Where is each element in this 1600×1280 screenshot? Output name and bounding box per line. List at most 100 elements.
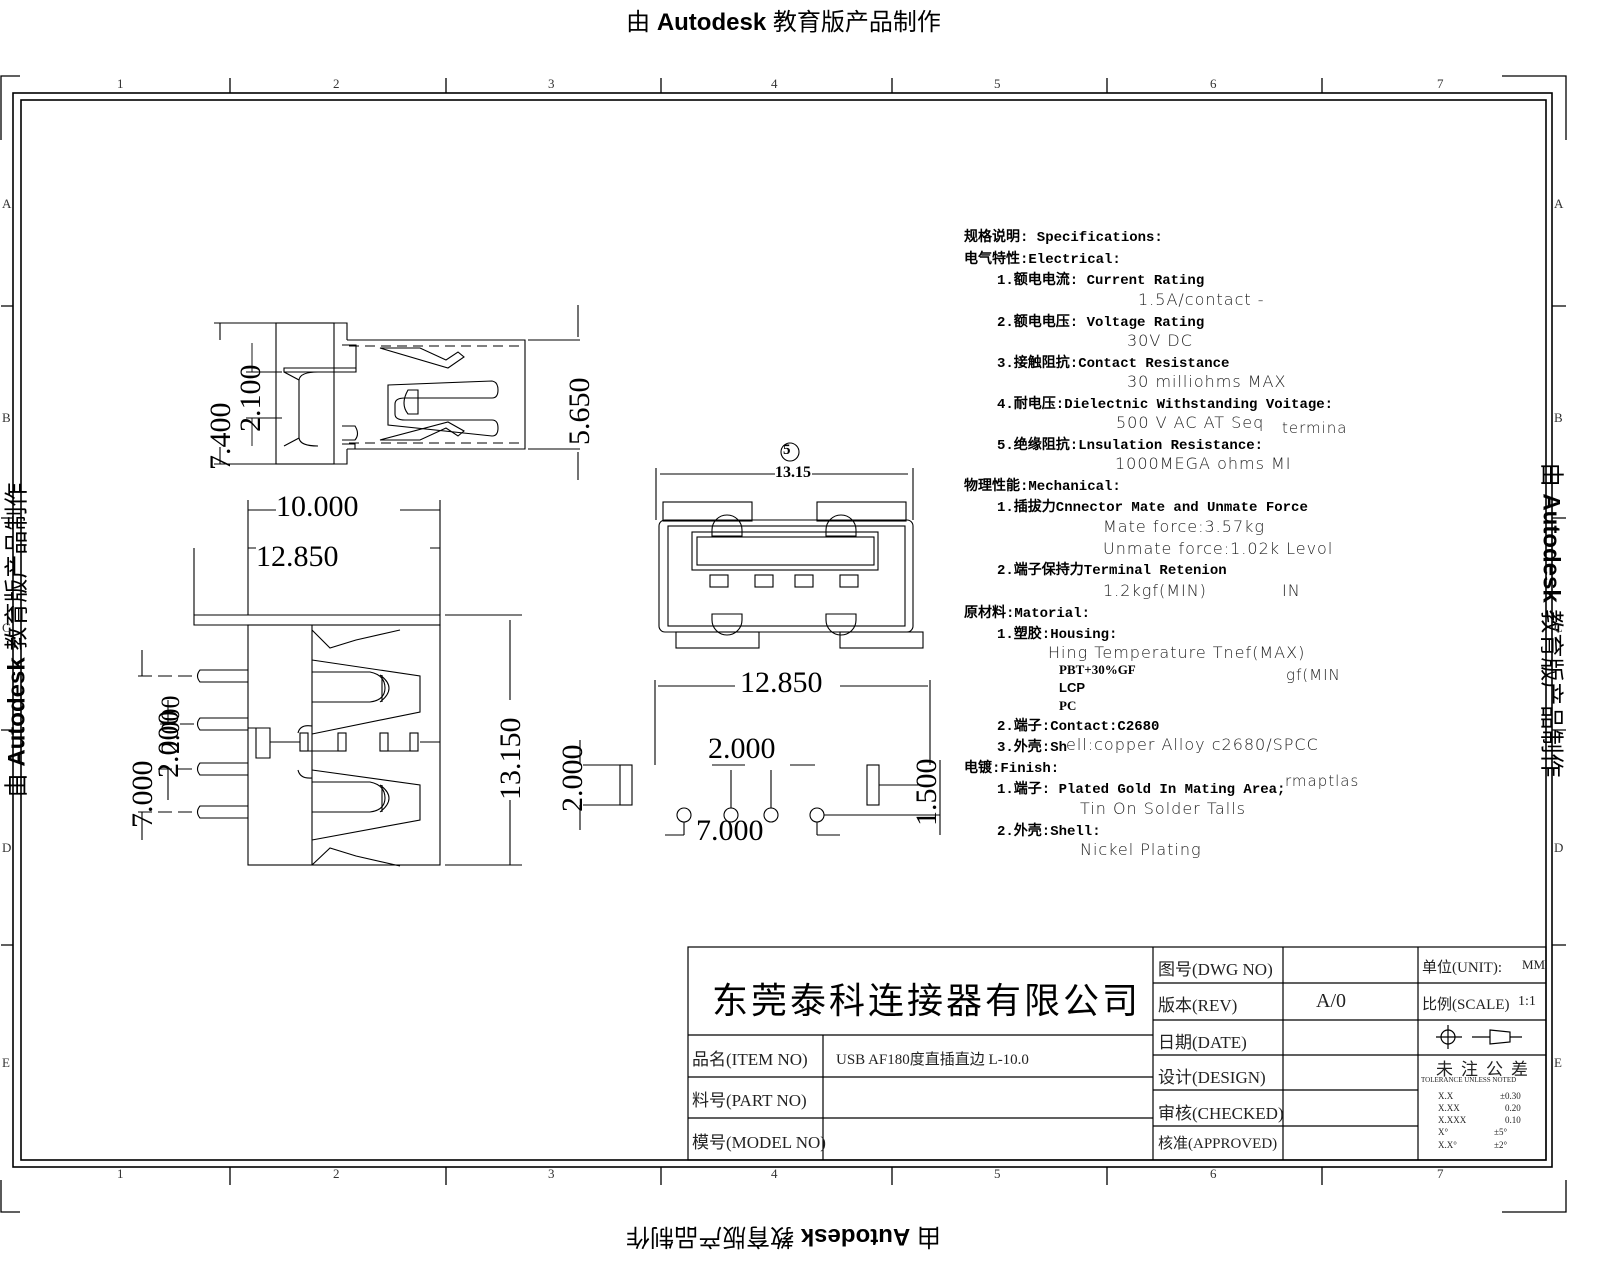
- pcb-layout: [579, 680, 941, 836]
- zone-row-e-right: E: [1554, 1055, 1562, 1070]
- spec-housing-option-pc: PC: [1059, 698, 1077, 713]
- spec-housing-option-pbt: PBT+30%GF: [1059, 662, 1136, 677]
- spec-dielectric-overlap: termina: [1282, 419, 1348, 437]
- spec-resistance-label: 3.接触阻抗:Contact Resistance: [997, 356, 1230, 372]
- spec-unmate-force-value: Unmate force:1.02k Levol: [1103, 539, 1334, 558]
- spec-finish-shell-label: 2.外壳:Shell:: [997, 824, 1101, 840]
- zone-row-c-right: C: [1554, 620, 1563, 635]
- zone-row-c: C: [2, 620, 11, 635]
- zone-row-b-right: B: [1554, 410, 1563, 425]
- zone-row-d-right: D: [1554, 840, 1564, 855]
- spec-current-value: 1.5A/contact -: [1138, 290, 1265, 309]
- dim-top-length: 10.000: [276, 490, 359, 523]
- zone-col-6-bottom: 6: [1210, 1166, 1217, 1181]
- spec-finish-contact-label: 1.端子: Plated Gold In Mating Area;: [997, 782, 1286, 798]
- spec-finish-contact-value: Tin On Solder Talls: [1080, 799, 1246, 818]
- balloon-number: 5: [783, 442, 791, 458]
- spec-shell-value: ell:copper Alloy c2680/SPCC: [1066, 735, 1319, 754]
- model-no-label: 模号(MODEL NO): [692, 1133, 826, 1152]
- spec-finish-heading: 电镀:Finish:: [964, 761, 1060, 777]
- watermark-prefix: 由: [626, 9, 651, 36]
- dim-pcb-pin-span: 7.000: [696, 814, 764, 847]
- date-label: 日期(DATE): [1158, 1033, 1247, 1052]
- spec-housing-option-lcp: LCP: [1059, 680, 1085, 695]
- dim-side-pin-spacing: 2.100: [234, 364, 267, 433]
- spec-mechanical-heading: 物理性能:Mechanical:: [964, 479, 1121, 495]
- spec-housing-overlap: gf(MIN: [1286, 666, 1341, 684]
- dim-top-overall-length: 12.850: [256, 540, 339, 573]
- scale-value: 1:1: [1518, 994, 1536, 1009]
- watermark-suffix: 教育版产品制作: [772, 9, 941, 36]
- dim-side-height: 7.400: [204, 402, 237, 471]
- spec-mate-force-value: Mate force:3.57kg: [1103, 517, 1265, 536]
- zone-col-1-bottom: 1: [117, 1166, 124, 1181]
- scale-label: 比例(SCALE): [1422, 997, 1510, 1013]
- rev-label: 版本(REV): [1158, 996, 1238, 1015]
- zone-row-b: B: [2, 410, 11, 425]
- tol-val-2: 0.10: [1505, 1115, 1521, 1125]
- tol-val-4: ±2°: [1494, 1140, 1508, 1150]
- tol-key-2: X.XXX: [1438, 1115, 1467, 1125]
- rev-value: A/0: [1316, 990, 1346, 1012]
- dim-front-width: 13.15: [775, 464, 811, 481]
- spec-finish-shell-value: Nickel Plating: [1080, 840, 1202, 859]
- spec-title: 规格说明: Specifications:: [964, 230, 1163, 246]
- zone-col-5-bottom: 5: [994, 1166, 1001, 1181]
- zone-col-4-bottom: 4: [771, 1166, 778, 1181]
- watermark-brand: Autodesk: [656, 9, 767, 36]
- dim-top-width: 13.150: [494, 717, 527, 801]
- zone-col-2: 2: [333, 76, 340, 91]
- spec-housing-label: 1.塑胶:Housing:: [997, 627, 1118, 643]
- spec-voltage-label: 2.额电电压: Voltage Rating: [997, 315, 1205, 331]
- tol-val-1: 0.20: [1505, 1103, 1521, 1113]
- zone-col-2-bottom: 2: [333, 1166, 340, 1181]
- drawing-border: [12, 92, 1553, 1168]
- spec-electrical-heading: 电气特性:Electrical:: [964, 252, 1121, 268]
- spec-mate-force-label: 1.插拔力Cnnector Mate and Unmate Force: [997, 500, 1308, 516]
- tol-key-0: X.X: [1438, 1091, 1454, 1101]
- spec-dielectric-value: 500 V AC AT Seq: [1116, 413, 1265, 432]
- spec-insulation-value: 1000MEGA ohms MI: [1115, 454, 1292, 473]
- dim-side-shell-height: 5.650: [563, 377, 596, 446]
- zone-row-d: D: [2, 840, 12, 855]
- tol-val-0: ±0.30: [1500, 1091, 1521, 1101]
- tolerance-subtitle: TOLERANCE UNLESS NOTED: [1421, 1076, 1517, 1084]
- spec-housing-temp: Hing Temperature Tnef(MAX): [1048, 643, 1306, 662]
- tol-key-1: X.XX: [1438, 1103, 1460, 1113]
- zone-col-5: 5: [994, 76, 1001, 91]
- zone-row-a-right: A: [1554, 196, 1564, 211]
- top-view: [138, 500, 522, 867]
- tolerance-title: 未注公差: [1436, 1060, 1536, 1079]
- zone-col-3: 3: [548, 76, 555, 91]
- title-block: [687, 946, 1547, 1161]
- spec-retention-overlap: IN: [1282, 581, 1301, 600]
- company-name: 东莞泰科连接器有限公司: [712, 981, 1142, 1021]
- spec-current-label: 1.额电电流: Current Rating: [997, 273, 1205, 289]
- spec-material-heading: 原材料:Matorial:: [964, 606, 1091, 622]
- spec-finish-contact-overlap: rmaptlas: [1285, 772, 1360, 790]
- tol-key-3: X°: [1438, 1127, 1449, 1137]
- front-view: [655, 442, 924, 649]
- design-label: 设计(DESIGN): [1158, 1068, 1266, 1087]
- spec-resistance-value: 30 milliohms MAX: [1127, 372, 1287, 391]
- dim-top-pin-pitch-b: 2.000: [156, 695, 185, 755]
- tol-key-4: X.X°: [1438, 1140, 1457, 1150]
- unit-value: MM: [1522, 957, 1546, 972]
- unit-label: 单位(UNIT):: [1422, 960, 1502, 976]
- spec-insulation-label: 5.绝缘阻抗:Lnsulation Resistance:: [997, 438, 1264, 454]
- side-view: [214, 305, 580, 480]
- spec-dielectric-label: 4.耐电压:Dielectnic Withstanding Voitage:: [997, 397, 1334, 413]
- spec-voltage-value: 30V DC: [1127, 331, 1193, 350]
- corner-mark-tl: [0, 75, 20, 140]
- zone-row-a: A: [2, 196, 12, 211]
- zone-col-1: 1: [117, 76, 124, 91]
- part-no-label: 料号(PART NO): [692, 1091, 807, 1110]
- zone-col-6: 6: [1210, 76, 1217, 91]
- dim-pcb-pin-pitch: 2.000: [708, 732, 776, 765]
- item-no-value: USB AF180度直插直边 L-10.0: [836, 1052, 1029, 1068]
- watermark-top: 由 Autodesk 教育版产品制作: [0, 2, 1567, 37]
- approved-label: 核准(APPROVED): [1158, 1136, 1278, 1152]
- zone-col-7-bottom: 7: [1437, 1166, 1444, 1181]
- zone-col-4: 4: [771, 76, 778, 91]
